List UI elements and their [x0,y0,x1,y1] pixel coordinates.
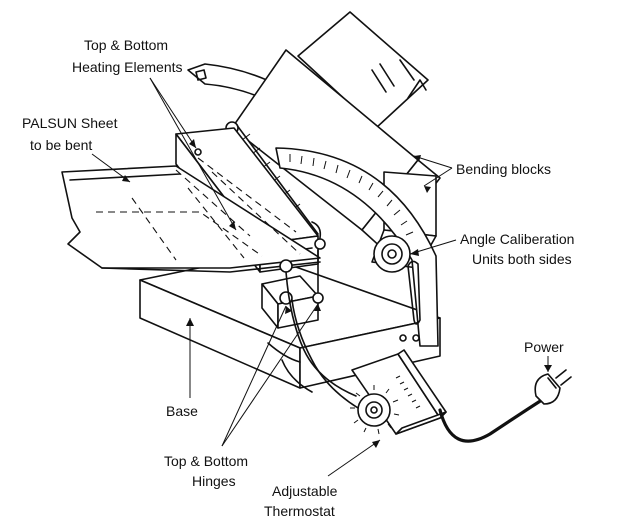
bending-blocks-label: Bending blocks [456,161,551,177]
thermostat-label: Adjustable Thermostat [264,483,341,519]
base-label: Base [166,403,198,419]
angle-calibration-label: Angle Caliberation Units both sides [460,231,578,267]
adjustable-thermostat [350,349,447,435]
base-cable-channel [281,359,313,393]
thermostat-dial [350,385,400,435]
power-plug [534,369,572,405]
power-cable [438,394,550,443]
hinges-label: Top & Bottom Hinges [164,453,252,489]
palsun-sheet-label: PALSUN Sheet to be bent [22,115,121,153]
angle-calibration-knob [373,235,411,273]
power-label: Power [524,339,564,355]
heating-elements-label: Top & Bottom Heating Elements [72,37,183,75]
heater-cables [285,271,359,409]
palsun-sheet [61,157,321,273]
leader-arrows [122,139,552,448]
